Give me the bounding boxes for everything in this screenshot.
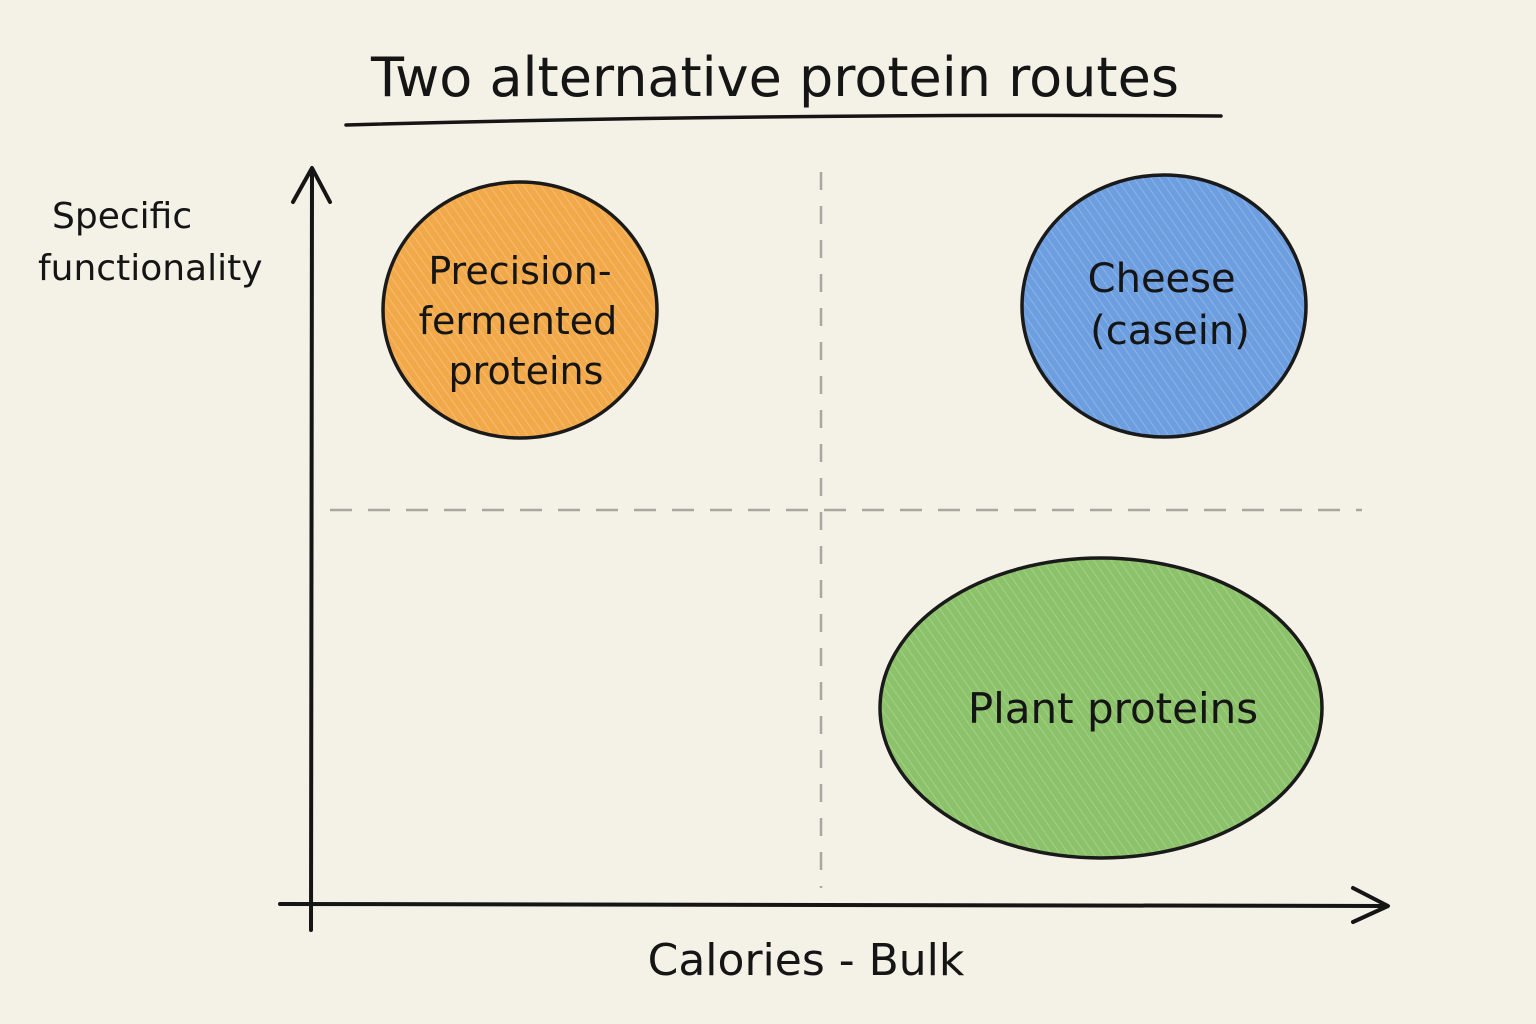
bubble-texture <box>882 560 1320 856</box>
bubble-label-line: Cheese <box>1088 256 1236 302</box>
bubble-label-line: (casein) <box>1090 308 1250 354</box>
y-axis-label-line: functionality <box>38 248 263 289</box>
x-axis-arrowhead <box>1351 886 1390 924</box>
bubble-cheese-casein: Cheese (casein) <box>1020 173 1308 439</box>
diagram-title: Two alternative protein routes <box>370 46 1179 109</box>
x-axis-label: Calories - Bulk <box>648 935 965 986</box>
bubble-label: Precision- fermented proteins <box>419 249 630 393</box>
bubble-plant-proteins: Plant proteins <box>878 556 1324 860</box>
bubble-texture <box>385 184 655 436</box>
bubble-label-line: proteins <box>449 349 604 393</box>
bubble-texture <box>1024 177 1304 435</box>
y-axis-label: Specific functionality <box>38 196 263 289</box>
bubble-label: Plant proteins <box>968 684 1258 733</box>
bubble-label-line: fermented <box>419 299 618 343</box>
y-axis-label-line: Specific <box>52 196 192 237</box>
x-axis <box>278 902 1387 908</box>
y-axis-arrowhead <box>291 166 332 204</box>
bubble-label-line: Plant proteins <box>968 684 1258 733</box>
bubble-precision-fermented: Precision- fermented proteins <box>381 180 659 440</box>
bubble-label: Cheese (casein) <box>1088 256 1250 354</box>
title-underline <box>344 113 1223 127</box>
bubble-label-line: Precision- <box>428 249 611 293</box>
y-axis <box>309 170 314 932</box>
